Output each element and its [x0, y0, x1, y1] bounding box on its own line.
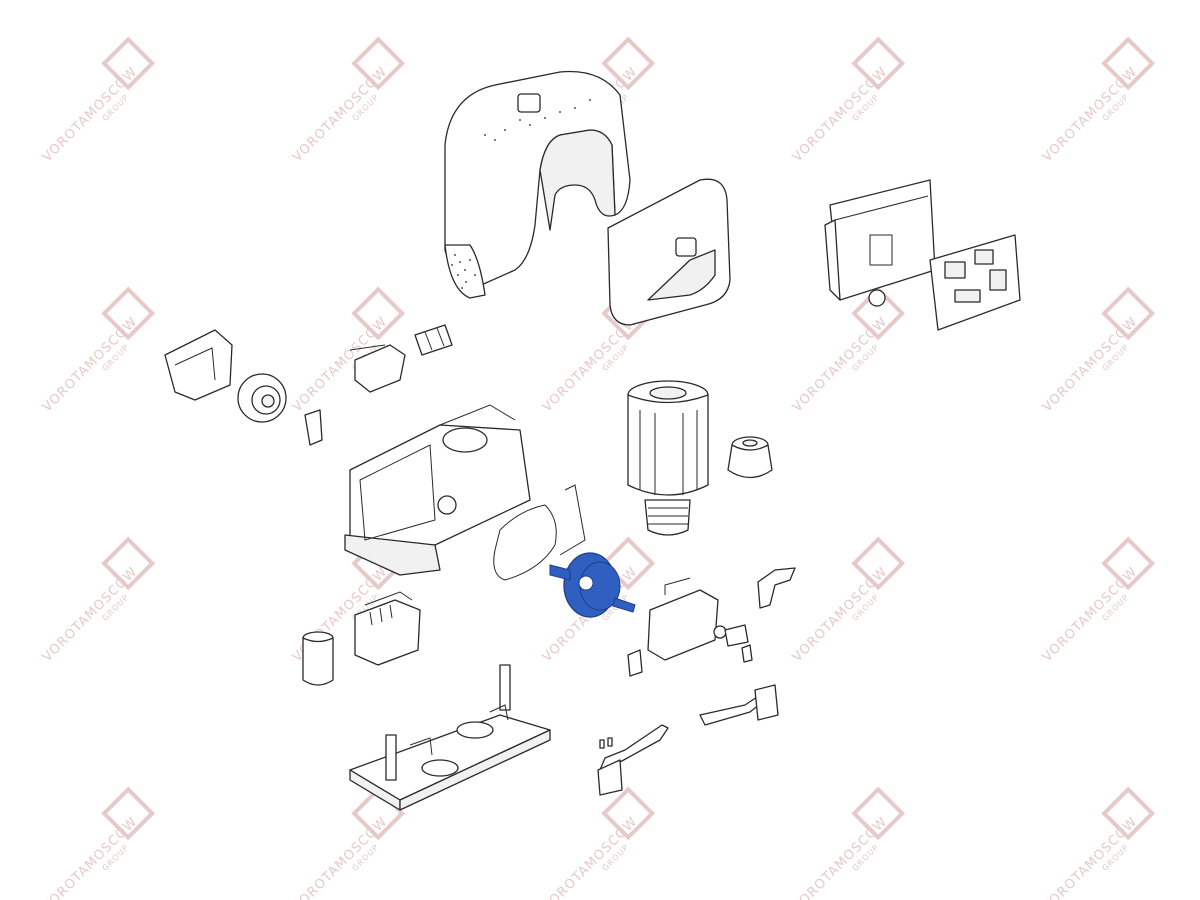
watermark-logo-icon	[1101, 786, 1156, 841]
watermark-logo-icon	[851, 36, 906, 91]
watermark-logo-icon	[101, 36, 156, 91]
watermark-logo-icon	[101, 286, 156, 341]
watermark-text: VOROTAMOSCOW	[290, 64, 391, 165]
electric-motor	[627, 380, 709, 536]
pinion-gear	[237, 373, 287, 423]
watermark-text: VOROTAMOSCOW	[790, 64, 891, 165]
brand-logo-icon	[517, 93, 541, 113]
watermark-logo-icon	[851, 286, 906, 341]
watermark-text: VOROTAMOSCOW	[40, 314, 141, 415]
watermark-text: VOROTAMOSCOW	[40, 814, 141, 900]
watermark-logo-icon	[1101, 36, 1156, 91]
watermark-text: VOROTAMOSCOW	[1040, 314, 1141, 415]
watermark-text: VOROTAMOSCOW	[1040, 814, 1141, 900]
watermark-logo-icon	[1101, 286, 1156, 341]
watermark-text: VOROTAMOSCOW	[790, 814, 891, 900]
limit-switch-flag-left	[597, 724, 669, 796]
small-clip	[304, 409, 323, 446]
watermark-logo-icon	[601, 36, 656, 91]
watermark-text: VOROTAMOSCOW	[40, 64, 141, 165]
foundation-plate	[349, 664, 551, 811]
watermark-text: VOROTAMOSCOW	[1040, 564, 1141, 665]
watermark-text: VOROTAMOSCOW	[790, 564, 891, 665]
watermark-text: VOROTAMOSCOW	[790, 314, 891, 415]
watermark-logo-icon	[101, 536, 156, 591]
terminal-block-screw	[349, 344, 406, 393]
watermark-logo-icon	[101, 786, 156, 841]
watermark-logo-icon	[351, 36, 406, 91]
watermark-logo-icon	[851, 786, 906, 841]
limit-switch-bracket	[647, 577, 719, 661]
stepped-pulley	[727, 436, 773, 479]
watermark-text: VOROTAMOSCOW	[540, 314, 641, 415]
limit-switch-flag-right	[699, 684, 779, 726]
key-lock	[713, 624, 753, 663]
side-cover	[607, 178, 731, 326]
worm-gear-highlighted	[549, 552, 636, 618]
watermark-text: VOROTAMOSCOW	[290, 814, 391, 900]
watermark-logo-icon	[601, 786, 656, 841]
ventilation-dots	[451, 99, 591, 289]
transformer	[354, 591, 421, 666]
release-cover	[164, 329, 233, 401]
watermark-text: VOROTAMOSCOW	[1040, 64, 1141, 165]
top-cover	[444, 70, 631, 299]
capacitor	[302, 631, 334, 686]
control-board	[824, 179, 1021, 331]
watermark-text: VOROTAMOSCOW	[540, 814, 641, 900]
watermark-logo-icon	[351, 286, 406, 341]
watermark-logo-icon	[851, 536, 906, 591]
watermark-text: VOROTAMOSCOW	[40, 564, 141, 665]
small-connector	[627, 649, 643, 677]
terminal-block-small	[414, 324, 453, 356]
brand-logo-icon	[675, 237, 697, 257]
gearbox-housing	[344, 404, 531, 576]
gasket	[493, 484, 586, 581]
watermark-logo-icon	[1101, 536, 1156, 591]
release-lever	[757, 567, 796, 609]
